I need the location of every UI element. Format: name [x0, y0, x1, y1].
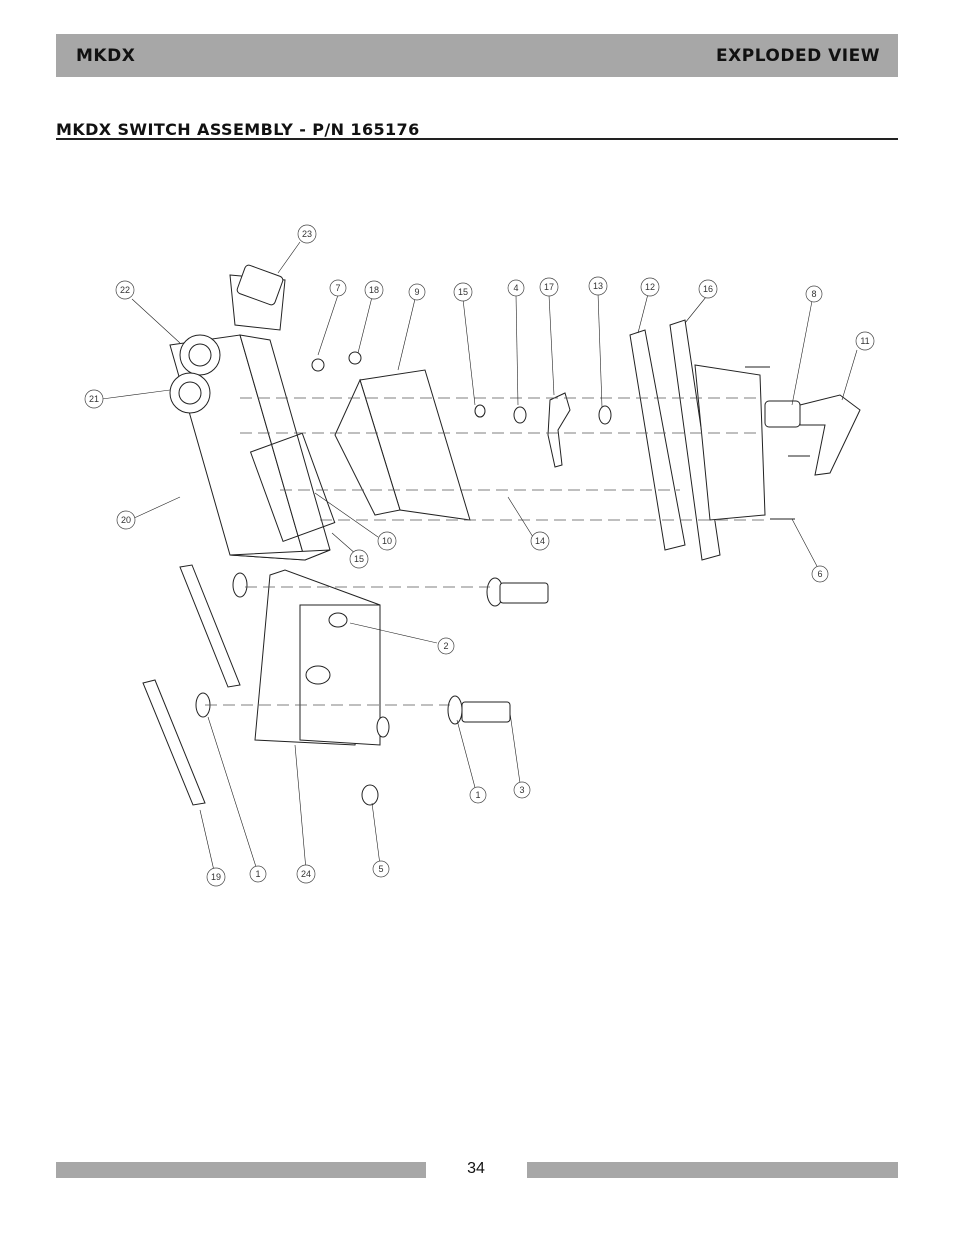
svg-text:1: 1 — [475, 790, 480, 800]
fastener-parts — [195, 351, 810, 806]
callout-11: 11 — [855, 331, 875, 351]
svg-text:15: 15 — [458, 287, 468, 297]
header-bar: MKDX EXPLODED VIEW — [56, 34, 898, 77]
svg-text:3: 3 — [519, 785, 524, 795]
callout-3: 3 — [513, 781, 531, 799]
spacer-bar-parts — [142, 564, 241, 806]
callout-7: 7 — [329, 279, 347, 297]
cover-plate-parts — [629, 319, 766, 561]
callout-19: 19 — [206, 867, 226, 887]
callout-12: 12 — [640, 277, 660, 297]
footer-bar-right — [527, 1162, 898, 1178]
cable-gland-parts — [169, 334, 221, 414]
svg-text:23: 23 — [302, 229, 312, 239]
callout-8: 8 — [805, 285, 823, 303]
svg-text:17: 17 — [544, 282, 554, 292]
assembly-title: MKDX SWITCH ASSEMBLY - P/N 165176 — [56, 120, 420, 139]
callout-15: 15 — [453, 282, 473, 302]
callout-15-lower: 15 — [349, 549, 369, 569]
callout-20: 20 — [116, 510, 136, 530]
svg-text:6: 6 — [817, 569, 822, 579]
callout-6: 6 — [811, 565, 829, 583]
svg-text:5: 5 — [378, 864, 383, 874]
svg-text:13: 13 — [593, 281, 603, 291]
callout-1-left: 1 — [249, 865, 267, 883]
page-number: 34 — [467, 1160, 485, 1177]
callout-leader-lines — [101, 241, 858, 876]
section-label: EXPLODED VIEW — [716, 46, 880, 66]
svg-text:20: 20 — [121, 515, 131, 525]
footer-bar-left — [56, 1162, 426, 1178]
callout-1-right: 1 — [469, 786, 487, 804]
callout-13: 13 — [588, 276, 608, 296]
callout-16: 16 — [698, 279, 718, 299]
callout-21: 21 — [84, 389, 104, 409]
svg-text:12: 12 — [645, 282, 655, 292]
svg-text:2: 2 — [443, 641, 448, 651]
svg-text:11: 11 — [860, 336, 869, 346]
svg-text:22: 22 — [120, 285, 130, 295]
callout-2: 2 — [437, 637, 455, 655]
callout-10: 10 — [377, 531, 397, 551]
svg-text:21: 21 — [89, 394, 99, 404]
callout-18: 18 — [364, 280, 384, 300]
callout-5: 5 — [372, 860, 390, 878]
svg-text:15: 15 — [354, 554, 364, 564]
document-title: MKDX — [76, 46, 136, 66]
callout-22: 22 — [115, 280, 135, 300]
svg-text:8: 8 — [811, 289, 816, 299]
callout-23: 23 — [297, 224, 317, 244]
cam-plate-part — [547, 392, 571, 468]
callout-4: 4 — [507, 279, 525, 297]
callout-9: 9 — [408, 283, 426, 301]
svg-text:19: 19 — [211, 872, 221, 882]
svg-text:24: 24 — [301, 869, 311, 879]
svg-text:18: 18 — [369, 285, 379, 295]
bracket-part — [254, 569, 381, 746]
callout-17: 17 — [539, 277, 559, 297]
exploded-view-diagram: 23 22 21 20 7 18 9 15 4 17 13 12 16 8 11… — [84, 224, 875, 887]
svg-text:7: 7 — [335, 283, 340, 293]
callout-14: 14 — [530, 531, 550, 551]
svg-text:4: 4 — [513, 283, 518, 293]
assembly-axis-lines — [205, 397, 770, 706]
handle-part — [764, 394, 861, 476]
title-underline — [56, 138, 898, 140]
svg-text:14: 14 — [535, 536, 545, 546]
svg-text:16: 16 — [703, 284, 713, 294]
svg-text:9: 9 — [414, 287, 419, 297]
callout-24: 24 — [296, 864, 316, 884]
svg-text:1: 1 — [255, 869, 260, 879]
svg-text:10: 10 — [382, 536, 392, 546]
switch-body-part — [334, 369, 471, 521]
callout-markers: 23 22 21 20 7 18 9 15 4 17 13 12 16 8 11… — [84, 224, 875, 887]
